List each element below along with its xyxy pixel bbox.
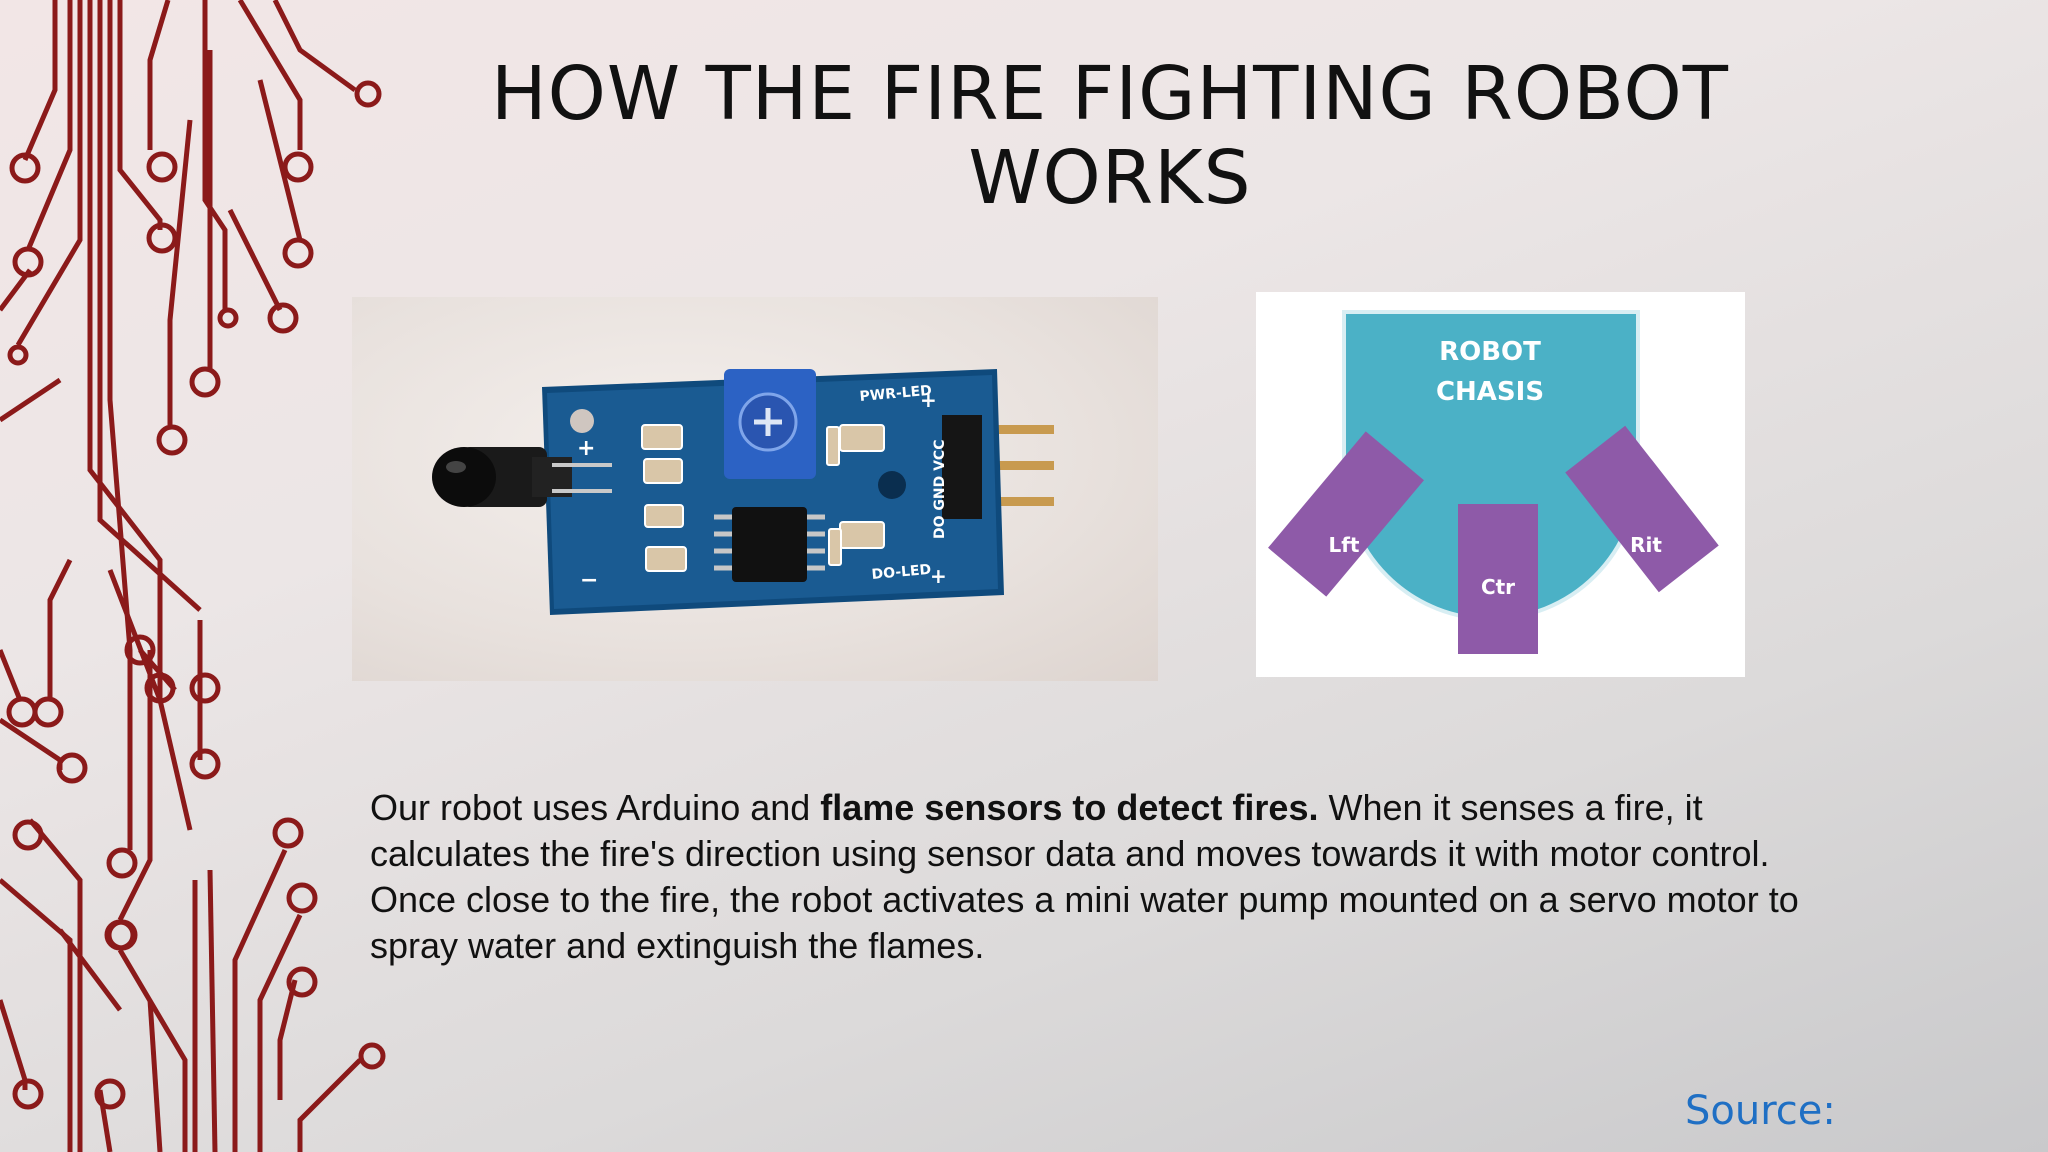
description-highlight: flame sensors to detect fires. bbox=[820, 787, 1319, 828]
header-pins bbox=[974, 425, 1054, 506]
description-text: Our robot uses Arduino and flame sensors… bbox=[370, 785, 1830, 969]
center-sensor: Ctr bbox=[1458, 504, 1538, 654]
smd-components bbox=[641, 424, 885, 572]
pin-header bbox=[942, 415, 982, 519]
robot-chassis-diagram: ROBOT CHASIS Lft Ctr Rit bbox=[1256, 292, 1745, 677]
ir-flame-bulb bbox=[432, 447, 612, 507]
right-sensor: Rit bbox=[1565, 425, 1719, 593]
chassis-label-line1: ROBOT bbox=[1439, 337, 1541, 367]
plus-sign: + bbox=[930, 564, 947, 588]
chassis-label-line2: CHASIS bbox=[1436, 377, 1544, 407]
left-sensor: Lft bbox=[1268, 431, 1424, 597]
circuit-decoration bbox=[0, 0, 386, 1152]
comparator-chip bbox=[714, 507, 825, 582]
source-link[interactable]: Source: bbox=[1685, 1088, 1836, 1134]
minus-sign: − bbox=[580, 568, 598, 593]
pin-labels: DO GND VCC bbox=[932, 440, 948, 539]
center-sensor-label: Ctr bbox=[1481, 575, 1515, 599]
plus-sign: + bbox=[577, 436, 595, 461]
right-sensor-label: Rit bbox=[1630, 533, 1662, 557]
potentiometer bbox=[724, 369, 816, 479]
description-intro: Our robot uses Arduino and bbox=[370, 787, 821, 828]
left-sensor-label: Lft bbox=[1328, 533, 1359, 557]
slide-title: HOW THE FIRE FIGHTING ROBOT WORKS bbox=[491, 51, 1729, 221]
pwr-led-label: PWR-LED bbox=[859, 383, 933, 405]
plus-sign: + bbox=[920, 388, 937, 412]
do-led-label: DO-LED bbox=[871, 562, 932, 583]
flame-sensor-photo: PWR-LED DO-LED DO GND VCC + + + − bbox=[352, 297, 1158, 681]
description-rest: When it senses a fire, it calculates the… bbox=[370, 787, 1799, 966]
